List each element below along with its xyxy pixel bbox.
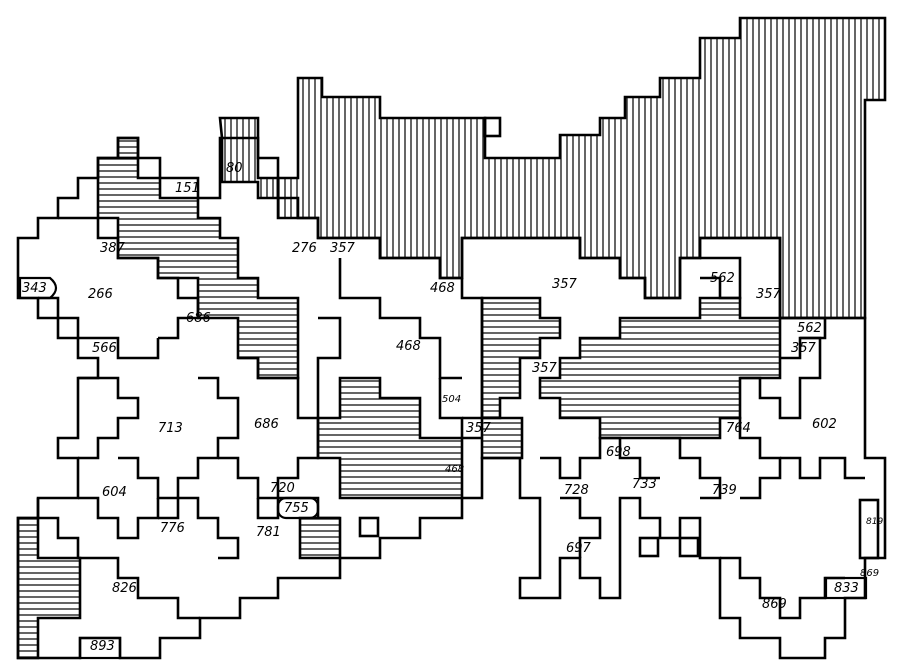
label-504: 504 xyxy=(442,394,461,405)
hatch-tab-top xyxy=(116,136,140,160)
boundary-764 xyxy=(740,336,822,420)
block-2 xyxy=(678,536,700,558)
label-562: 562 xyxy=(797,321,822,336)
label-686: 686 xyxy=(186,311,211,326)
label-80: 80 xyxy=(226,161,243,176)
label-357: 357 xyxy=(466,421,492,436)
block-1 xyxy=(638,536,660,558)
boundary-562b xyxy=(780,316,827,360)
label-566: 566 xyxy=(92,341,117,356)
boundary-468-west xyxy=(316,316,342,418)
label-266: 266 xyxy=(88,287,113,302)
label-562: 562 xyxy=(710,271,735,286)
boundary-733 xyxy=(660,436,722,500)
label-739: 739 xyxy=(712,483,737,498)
label-602: 602 xyxy=(812,417,837,432)
boundary-728 xyxy=(540,436,660,480)
label-819: 819 xyxy=(866,517,883,527)
boundary-739 xyxy=(720,416,782,500)
label-733: 733 xyxy=(632,477,657,492)
label-357: 357 xyxy=(791,341,817,356)
boundary-826 xyxy=(36,498,200,620)
label-468: 468 xyxy=(396,339,421,354)
label-728: 728 xyxy=(564,483,589,498)
boundary-387 xyxy=(58,216,200,340)
label-764: 764 xyxy=(726,421,751,436)
label-604: 604 xyxy=(102,485,127,500)
label-468: 468 xyxy=(430,281,455,296)
block-5 xyxy=(483,116,502,138)
boundary-686 xyxy=(218,356,320,500)
label-755: 755 xyxy=(284,501,309,516)
label-357: 357 xyxy=(552,277,578,292)
label-343: 343 xyxy=(22,281,47,296)
boundary-713 xyxy=(118,376,240,500)
label-826: 826 xyxy=(112,581,137,596)
block-3 xyxy=(858,498,880,560)
boundary-357-center xyxy=(460,278,484,420)
label-697: 697 xyxy=(566,541,592,556)
label-781: 781 xyxy=(256,525,281,540)
boundary-562 xyxy=(700,256,742,300)
label-151: 151 xyxy=(175,181,200,196)
boundary-697 xyxy=(560,496,602,558)
label-776: 776 xyxy=(160,521,185,536)
label-468: 468 xyxy=(445,464,464,475)
region-357-vertical-hatch xyxy=(276,16,887,320)
label-833: 833 xyxy=(834,581,859,596)
hatch-strip-bottom xyxy=(480,416,524,460)
hatch-strip-bottom2 xyxy=(298,516,342,560)
boundary-468-north xyxy=(338,258,462,380)
label-frame-343 xyxy=(18,276,58,300)
boundary-266 xyxy=(38,296,160,360)
block-4 xyxy=(358,516,380,538)
label-869: 869 xyxy=(762,597,787,612)
label-720: 720 xyxy=(270,481,295,496)
label-893: 893 xyxy=(90,639,115,654)
label-frame-755 xyxy=(276,496,320,520)
label-713: 713 xyxy=(158,421,183,436)
region-357-center-hatch xyxy=(480,296,562,420)
label-686: 686 xyxy=(254,417,279,432)
boundary-602 xyxy=(780,456,865,480)
label-357: 357 xyxy=(756,287,782,302)
label-357: 357 xyxy=(532,361,558,376)
label-869: 869 xyxy=(860,568,879,579)
boundary-604 xyxy=(78,496,160,540)
boundary-566 xyxy=(78,376,140,460)
label-frame-893 xyxy=(78,636,122,660)
label-387: 387 xyxy=(100,241,126,256)
boundary-776 xyxy=(158,496,240,560)
region-698-horizontal-hatch xyxy=(538,296,782,440)
label-frame-833 xyxy=(824,576,868,600)
map-outline xyxy=(16,136,887,660)
label-698: 698 xyxy=(606,445,631,460)
boundary-781 xyxy=(256,496,340,520)
label-layer: 80 151 276 357 387 343 266 686 566 468 4… xyxy=(22,161,883,654)
label-357: 357 xyxy=(330,241,356,256)
label-276: 276 xyxy=(292,241,317,256)
